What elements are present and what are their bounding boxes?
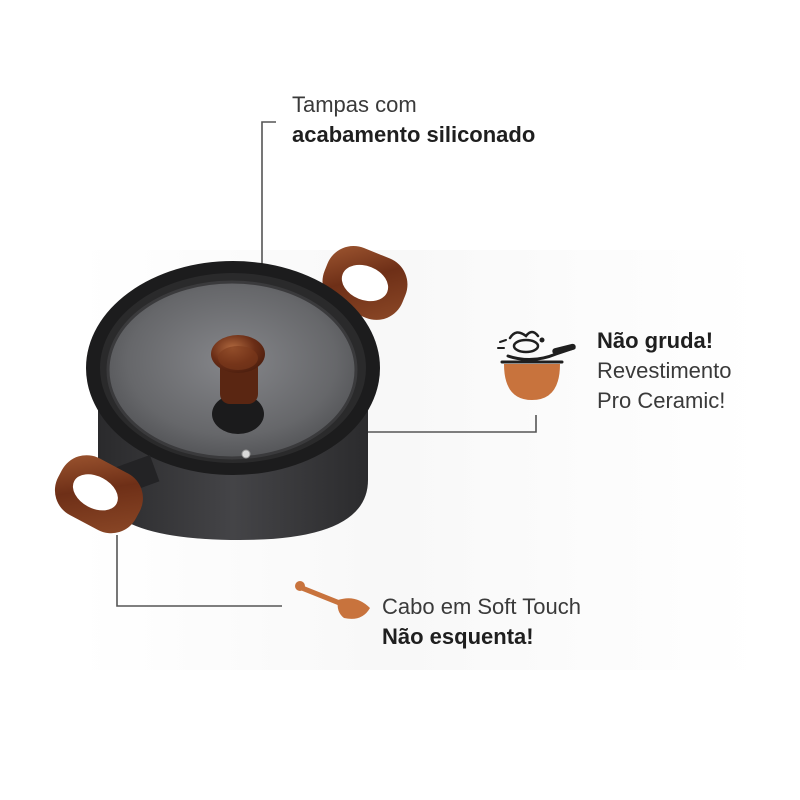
handle-leader-line xyxy=(116,535,282,607)
lid-knob xyxy=(211,335,265,404)
nonstick-callout: Não gruda! Revestimento Pro Ceramic! xyxy=(597,326,732,416)
casserole-pot-illustration xyxy=(54,246,408,540)
nonstick-callout-title: Não gruda! xyxy=(597,328,714,353)
nonstick-leader-line xyxy=(368,415,537,433)
spatula-icon xyxy=(295,581,370,619)
nonstick-callout-line2: Revestimento xyxy=(597,358,732,383)
handle-callout: Cabo em Soft Touch Não esquenta! xyxy=(382,592,581,652)
handle-callout-line1: Cabo em Soft Touch xyxy=(382,594,581,619)
lid-callout: Tampas com acabamento siliconado xyxy=(292,90,535,150)
lid-callout-line1: Tampas com xyxy=(292,92,417,117)
lid-leader-line xyxy=(261,121,276,272)
lid-callout-line2: acabamento siliconado xyxy=(292,122,536,147)
left-handle xyxy=(54,454,160,534)
handle-callout-line2: Não esquenta! xyxy=(382,624,534,649)
frying-pan-icon xyxy=(497,330,576,400)
nonstick-callout-line3: Pro Ceramic! xyxy=(597,388,726,413)
